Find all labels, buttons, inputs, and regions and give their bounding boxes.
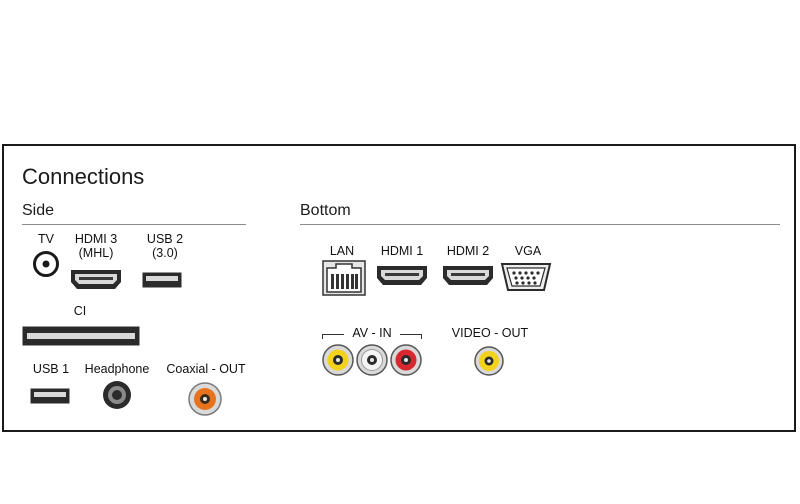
av-in-red-jack-icon	[390, 344, 422, 376]
hdmi3-label: HDMI 3 (MHL)	[66, 232, 126, 260]
usb2-sub: (3.0)	[152, 246, 178, 260]
usb1-port-icon	[30, 388, 70, 404]
hdmi1-label: HDMI 1	[380, 244, 424, 258]
hdmi1-port-icon	[377, 266, 427, 285]
usb2-port-icon	[142, 272, 182, 288]
vga-label: VGA	[514, 244, 542, 258]
ci-slot-icon	[22, 326, 140, 346]
vga-port-icon	[500, 263, 552, 291]
hdmi3-name: HDMI 3	[74, 232, 118, 246]
video-out-yellow-jack-icon	[474, 346, 504, 376]
panel-title: Connections	[22, 164, 145, 189]
av-in-yellow-jack-icon	[322, 344, 354, 376]
coaxial-out-label: Coaxial - OUT	[166, 362, 246, 376]
lan-label: LAN	[329, 244, 355, 258]
usb1-label: USB 1	[32, 362, 70, 376]
connections-panel: Connections Side Bottom TV HDMI 3 (MHL) …	[2, 144, 796, 432]
coaxial-out-port-icon	[188, 382, 222, 416]
bottom-divider	[300, 224, 780, 225]
usb2-label: USB 2 (3.0)	[138, 232, 192, 260]
av-in-bracket-left-tick	[322, 334, 323, 339]
bottom-heading: Bottom	[300, 202, 351, 219]
lan-port-icon	[322, 260, 366, 296]
ci-label: CI	[73, 304, 87, 318]
hdmi2-port-icon	[443, 266, 493, 285]
av-in-white-jack-icon	[356, 344, 388, 376]
tv-antenna-port-icon	[33, 251, 59, 277]
hdmi2-label: HDMI 2	[446, 244, 490, 258]
video-out-label: VIDEO - OUT	[451, 326, 529, 340]
tv-label: TV	[38, 232, 54, 246]
side-divider	[22, 224, 246, 225]
av-in-label: AV - IN	[352, 326, 392, 340]
headphone-label: Headphone	[84, 362, 150, 376]
av-in-bracket-right	[400, 334, 422, 335]
hdmi3-sub: (MHL)	[78, 246, 114, 260]
side-heading: Side	[22, 202, 55, 219]
av-in-bracket-right-tick	[421, 334, 422, 339]
usb2-name: USB 2	[146, 232, 184, 246]
av-in-bracket-left	[322, 334, 344, 335]
hdmi3-port-icon	[71, 270, 121, 289]
headphone-jack-icon	[103, 381, 131, 409]
